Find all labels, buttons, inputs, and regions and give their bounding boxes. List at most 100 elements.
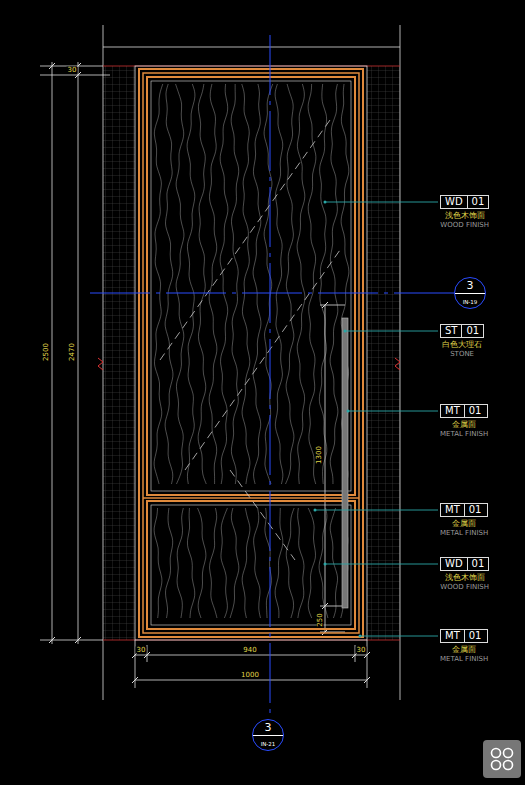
grain-stroke bbox=[242, 508, 250, 618]
material-tag: WD01 浅色木饰面WOOD FINISH bbox=[440, 557, 489, 592]
sheet-number: IN-19 bbox=[455, 299, 485, 305]
material-tag: MT01金属面METAL FINISH bbox=[440, 404, 488, 439]
watermark-icon bbox=[483, 740, 521, 778]
wall-tile bbox=[103, 66, 135, 640]
section-number: 3 bbox=[455, 279, 485, 292]
centre-line bbox=[90, 35, 454, 719]
leader-line bbox=[315, 202, 438, 636]
material-number: 01 bbox=[467, 558, 489, 570]
grain-stroke bbox=[286, 84, 294, 484]
grain-stroke bbox=[154, 84, 163, 484]
dimension-lines bbox=[40, 25, 400, 700]
grain-stroke bbox=[154, 508, 162, 618]
dimension-value: 2500 bbox=[43, 342, 50, 362]
grain-stroke bbox=[319, 84, 326, 484]
grain-stroke bbox=[298, 508, 304, 618]
material-name: 金属面 bbox=[440, 519, 488, 529]
grain-stroke bbox=[264, 84, 273, 484]
grain-stroke bbox=[198, 84, 206, 484]
grain-stroke bbox=[254, 508, 261, 618]
material-tag: MT01 金属面METAL FINISH bbox=[440, 629, 488, 664]
material-tag: MT01 金属面METAL FINISH bbox=[440, 503, 488, 538]
grain-stroke bbox=[297, 84, 305, 484]
material-number: 01 bbox=[464, 630, 486, 642]
grain-stroke bbox=[166, 508, 173, 618]
section-number: 3 bbox=[253, 721, 283, 734]
material-name-en: METAL FINISH bbox=[440, 655, 488, 664]
material-code: ST bbox=[441, 325, 461, 337]
grain-stroke bbox=[242, 84, 250, 484]
dimension-value: 1300 bbox=[316, 445, 323, 465]
tag-box: MT01 bbox=[440, 503, 488, 517]
dimension-value: 30 bbox=[136, 647, 147, 654]
glass-mark bbox=[160, 120, 340, 560]
material-name: 金属面 bbox=[440, 420, 488, 430]
grain-stroke bbox=[220, 84, 228, 484]
wood-grain bbox=[154, 84, 349, 618]
leader-dot bbox=[314, 201, 362, 638]
material-name-en: METAL FINISH bbox=[440, 529, 488, 538]
dimension-ticks bbox=[49, 63, 370, 683]
grain-stroke bbox=[231, 84, 239, 484]
grain-stroke bbox=[253, 84, 261, 484]
tag-box: WD01 bbox=[440, 557, 489, 571]
grain-stroke bbox=[187, 84, 195, 484]
door-frame bbox=[135, 66, 367, 640]
grain-stroke bbox=[221, 508, 227, 618]
break-mark bbox=[98, 358, 400, 370]
grain-stroke bbox=[198, 508, 206, 618]
dimension-value: 30 bbox=[356, 647, 367, 654]
tag-box: MT01 bbox=[440, 629, 488, 643]
material-code: MT bbox=[441, 504, 464, 516]
dimension-value: 2470 bbox=[69, 342, 76, 362]
material-name: 浅色木饰面 bbox=[440, 573, 489, 583]
sheet-number: IN-21 bbox=[253, 741, 283, 747]
tag-box: MT01 bbox=[440, 404, 488, 418]
dimension-value: 1000 bbox=[240, 672, 260, 679]
section-marker: 3IN-21 bbox=[252, 719, 284, 751]
grain-stroke bbox=[308, 84, 316, 484]
material-code: MT bbox=[441, 630, 464, 642]
material-name: 浅色木饰面 bbox=[440, 211, 489, 221]
grain-stroke bbox=[319, 508, 328, 618]
grain-stroke bbox=[330, 84, 338, 484]
grain-stroke bbox=[210, 508, 217, 618]
grain-stroke bbox=[177, 508, 183, 618]
material-name: 金属面 bbox=[440, 645, 488, 655]
grain-stroke bbox=[209, 84, 217, 484]
material-tag: ST01 白色大理石STONE bbox=[440, 324, 484, 359]
material-name-en: WOOD FINISH bbox=[440, 583, 489, 592]
material-number: 01 bbox=[464, 504, 486, 516]
grain-stroke bbox=[286, 508, 294, 618]
tag-box: WD01 bbox=[440, 195, 489, 209]
door-handle bbox=[342, 318, 348, 608]
grain-stroke bbox=[330, 508, 337, 618]
marker-bar bbox=[253, 735, 283, 736]
material-code: WD bbox=[441, 196, 467, 208]
material-number: 01 bbox=[464, 405, 486, 417]
dimension-value: 940 bbox=[242, 647, 257, 654]
grain-stroke bbox=[230, 508, 239, 618]
material-code: MT bbox=[441, 405, 464, 417]
material-name-en: STONE bbox=[440, 350, 484, 359]
grain-stroke bbox=[275, 508, 283, 618]
material-name-en: WOOD FINISH bbox=[440, 221, 489, 230]
material-number: 01 bbox=[461, 325, 483, 337]
tag-box: ST01 bbox=[440, 324, 484, 338]
material-code: WD bbox=[441, 558, 467, 570]
grain-stroke bbox=[187, 508, 194, 618]
dimension-value: 30 bbox=[67, 67, 78, 74]
grain-stroke bbox=[165, 84, 173, 484]
section-marker: 3IN-19 bbox=[454, 277, 486, 309]
material-name: 白色大理石 bbox=[440, 340, 484, 350]
marker-bar bbox=[455, 293, 485, 294]
grain-stroke bbox=[308, 508, 315, 618]
grain-stroke bbox=[176, 84, 184, 484]
material-tag: WD01 浅色木饰面WOOD FINISH bbox=[440, 195, 489, 230]
wall-tile bbox=[367, 66, 400, 640]
grain-stroke bbox=[275, 84, 283, 484]
dimension-value: 250 bbox=[317, 612, 324, 627]
material-number: 01 bbox=[467, 196, 489, 208]
